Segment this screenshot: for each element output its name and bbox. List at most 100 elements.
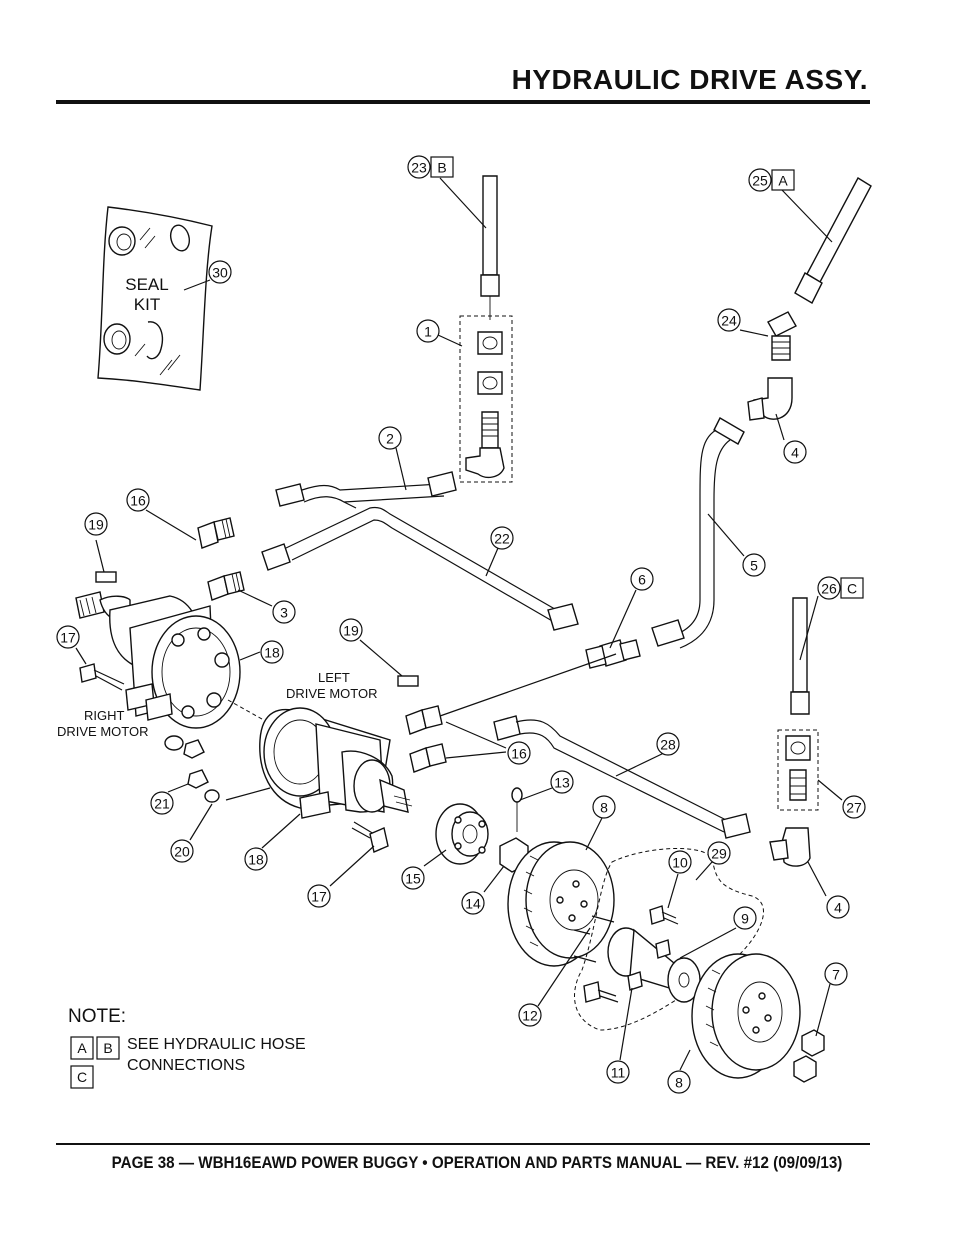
svg-text:25: 25 bbox=[752, 173, 768, 189]
svg-text:A: A bbox=[778, 173, 788, 189]
left-motor-label-1: LEFT bbox=[318, 670, 350, 685]
hose-28 bbox=[493, 715, 751, 839]
svg-text:17: 17 bbox=[311, 889, 327, 905]
callout-9: 9 bbox=[733, 906, 757, 930]
hose-5 bbox=[651, 417, 745, 649]
svg-text:16: 16 bbox=[130, 493, 146, 509]
svg-text:24: 24 bbox=[721, 313, 737, 329]
hose-23 bbox=[480, 175, 500, 320]
svg-text:18: 18 bbox=[248, 852, 264, 868]
bolt-10 bbox=[649, 905, 679, 959]
callout-25-a: 25 A bbox=[748, 168, 795, 192]
tee-fitting-6 bbox=[585, 639, 641, 669]
svg-text:4: 4 bbox=[791, 445, 799, 461]
note-title: NOTE: bbox=[68, 1006, 126, 1027]
adapter-24 bbox=[767, 311, 797, 361]
right-motor-label-2: DRIVE MOTOR bbox=[57, 724, 149, 739]
callout-10: 10 bbox=[668, 850, 692, 874]
svg-text:1: 1 bbox=[424, 324, 432, 340]
callout-14: 14 bbox=[461, 891, 485, 915]
svg-text:B: B bbox=[437, 160, 446, 176]
svg-text:A: A bbox=[77, 1040, 87, 1056]
callout-8: 8 bbox=[592, 795, 616, 819]
callout-27: 27 bbox=[842, 795, 866, 819]
svg-text:5: 5 bbox=[750, 558, 758, 574]
svg-text:18: 18 bbox=[264, 645, 280, 661]
callout-4: 4 bbox=[783, 440, 807, 464]
studs-12 bbox=[573, 915, 615, 963]
svg-text:B: B bbox=[103, 1040, 112, 1056]
svg-text:27: 27 bbox=[846, 800, 862, 816]
right-drive-motor bbox=[75, 571, 241, 729]
callout-3: 3 bbox=[272, 600, 296, 624]
svg-text:19: 19 bbox=[88, 517, 104, 533]
note-block: NOTE: A B C SEE HYDRAULIC HOSE CONNECTIO… bbox=[68, 1006, 306, 1089]
fitting-kit-1 bbox=[459, 315, 513, 483]
svg-text:15: 15 bbox=[405, 871, 421, 887]
page-title: HYDRAULIC DRIVE ASSY. bbox=[511, 64, 868, 95]
svg-text:28: 28 bbox=[660, 737, 676, 753]
wheel-8-right bbox=[691, 953, 801, 1079]
fitting-16-top bbox=[197, 517, 235, 549]
callout-19: 19 bbox=[339, 618, 363, 642]
callout-22: 22 bbox=[490, 526, 514, 550]
callout-26-c: 26 C bbox=[817, 576, 864, 600]
hose-2 bbox=[275, 471, 457, 509]
note-line-1: SEE HYDRAULIC HOSE bbox=[127, 1036, 306, 1053]
svg-text:12: 12 bbox=[522, 1008, 538, 1024]
hose-tag-c: C bbox=[840, 577, 864, 599]
lug-nuts-7 bbox=[793, 1029, 825, 1083]
washer-21-nut bbox=[164, 735, 220, 803]
svg-text:C: C bbox=[847, 581, 857, 597]
seal-kit-label-1: SEAL bbox=[125, 275, 168, 294]
callout-18: 18 bbox=[260, 640, 284, 664]
svg-text:8: 8 bbox=[675, 1075, 683, 1091]
svg-text:9: 9 bbox=[741, 911, 749, 927]
svg-text:14: 14 bbox=[465, 896, 481, 912]
callout-16: 16 bbox=[126, 488, 150, 512]
callout-13: 13 bbox=[550, 770, 574, 794]
callout-8: 8 bbox=[667, 1070, 691, 1094]
svg-text:10: 10 bbox=[672, 855, 688, 871]
callout-21: 21 bbox=[150, 791, 174, 815]
svg-text:20: 20 bbox=[174, 844, 190, 860]
callout-12: 12 bbox=[518, 1003, 542, 1027]
bolt-17-right bbox=[79, 663, 125, 691]
elbow-4-top bbox=[747, 377, 793, 421]
left-motor-label-2: DRIVE MOTOR bbox=[286, 686, 378, 701]
callout-4: 4 bbox=[826, 895, 850, 919]
callout-16: 16 bbox=[507, 741, 531, 765]
callout-30: 30 bbox=[208, 260, 232, 284]
callout-17: 17 bbox=[56, 625, 80, 649]
svg-text:3: 3 bbox=[280, 605, 288, 621]
hub-15 bbox=[435, 803, 489, 865]
wheel-8-left bbox=[507, 841, 615, 967]
svg-text:2: 2 bbox=[386, 431, 394, 447]
svg-text:6: 6 bbox=[638, 572, 646, 588]
note-box-c: C bbox=[70, 1065, 94, 1089]
elbow-4-bottom bbox=[769, 827, 811, 867]
callout-5: 5 bbox=[742, 553, 766, 577]
note-box-a: A bbox=[70, 1036, 94, 1060]
svg-text:19: 19 bbox=[343, 623, 359, 639]
svg-text:30: 30 bbox=[212, 265, 228, 281]
svg-text:26: 26 bbox=[821, 581, 837, 597]
svg-text:C: C bbox=[77, 1069, 87, 1085]
svg-text:16: 16 bbox=[511, 746, 527, 762]
footer-rule bbox=[56, 1143, 870, 1145]
fittings-16-left bbox=[405, 705, 447, 773]
callout-20: 20 bbox=[170, 839, 194, 863]
svg-text:21: 21 bbox=[154, 796, 170, 812]
svg-text:17: 17 bbox=[60, 630, 76, 646]
svg-text:7: 7 bbox=[832, 967, 840, 983]
hose-tag-b: B bbox=[430, 156, 454, 178]
svg-text:8: 8 bbox=[600, 800, 608, 816]
page-footer: PAGE 38 — WBH16EAWD POWER BUGGY • OPERAT… bbox=[111, 1154, 843, 1172]
leader-lines bbox=[75, 177, 843, 1071]
hose-22 bbox=[261, 506, 579, 631]
fitting-3 bbox=[207, 571, 245, 601]
axle-hub-9 bbox=[607, 927, 701, 1003]
